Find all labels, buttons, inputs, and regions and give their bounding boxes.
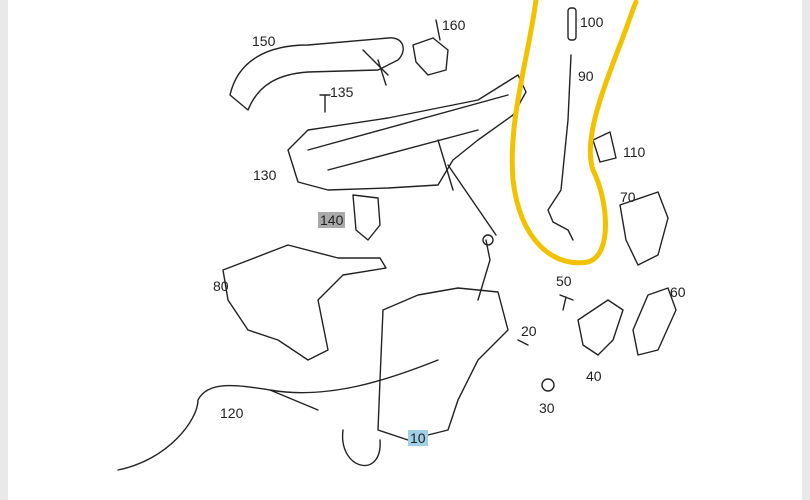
part-90-rod [547,54,574,241]
part-20-screw [517,339,529,346]
part-60-plate [632,287,677,356]
label-part-40[interactable]: 40 [586,368,602,384]
diagram-drawing [117,0,677,471]
label-part-150[interactable]: 150 [252,33,276,49]
label-part-10-highlighted[interactable]: 10 [408,430,428,446]
label-part-80[interactable]: 80 [213,278,229,294]
part-100-pin [567,7,577,41]
label-part-120[interactable]: 120 [220,405,244,421]
label-part-140-highlighted[interactable]: 140 [318,212,346,228]
label-part-100[interactable]: 100 [580,14,604,30]
part-110-grommet [592,131,617,163]
label-part-135[interactable]: 135 [330,84,354,100]
label-part-90[interactable]: 90 [578,68,594,84]
label-part-160[interactable]: 160 [442,17,466,33]
part-70-bracket [619,191,669,266]
label-part-50[interactable]: 50 [556,273,572,289]
part-10-door-lock [377,287,509,441]
parts-diagram: 150 160 135 100 90 110 130 70 140 80 50 … [8,0,802,500]
part-140-bracket [352,194,381,241]
label-part-30[interactable]: 30 [539,400,555,416]
part-80-bracket [222,244,387,361]
part-130-handle-carrier [287,74,527,191]
part-130-detail [307,94,509,236]
part-50-screw [559,294,574,311]
label-part-110[interactable]: 110 [623,144,646,160]
part-40-striker [577,299,624,356]
part-160-cap [412,19,449,76]
label-part-60[interactable]: 60 [670,284,686,300]
part-150-outer-handle [229,37,404,111]
label-part-130[interactable]: 130 [253,167,277,183]
part-10-loop [342,429,381,467]
part-150-detail [362,49,389,86]
part-135-screw [319,94,331,113]
label-part-70[interactable]: 70 [620,189,636,205]
part-30-nut [541,378,555,392]
label-part-20[interactable]: 20 [521,323,537,339]
part-120-cable [117,359,439,471]
part-10-rod [477,239,491,301]
yellow-annotation-loop [509,0,639,266]
